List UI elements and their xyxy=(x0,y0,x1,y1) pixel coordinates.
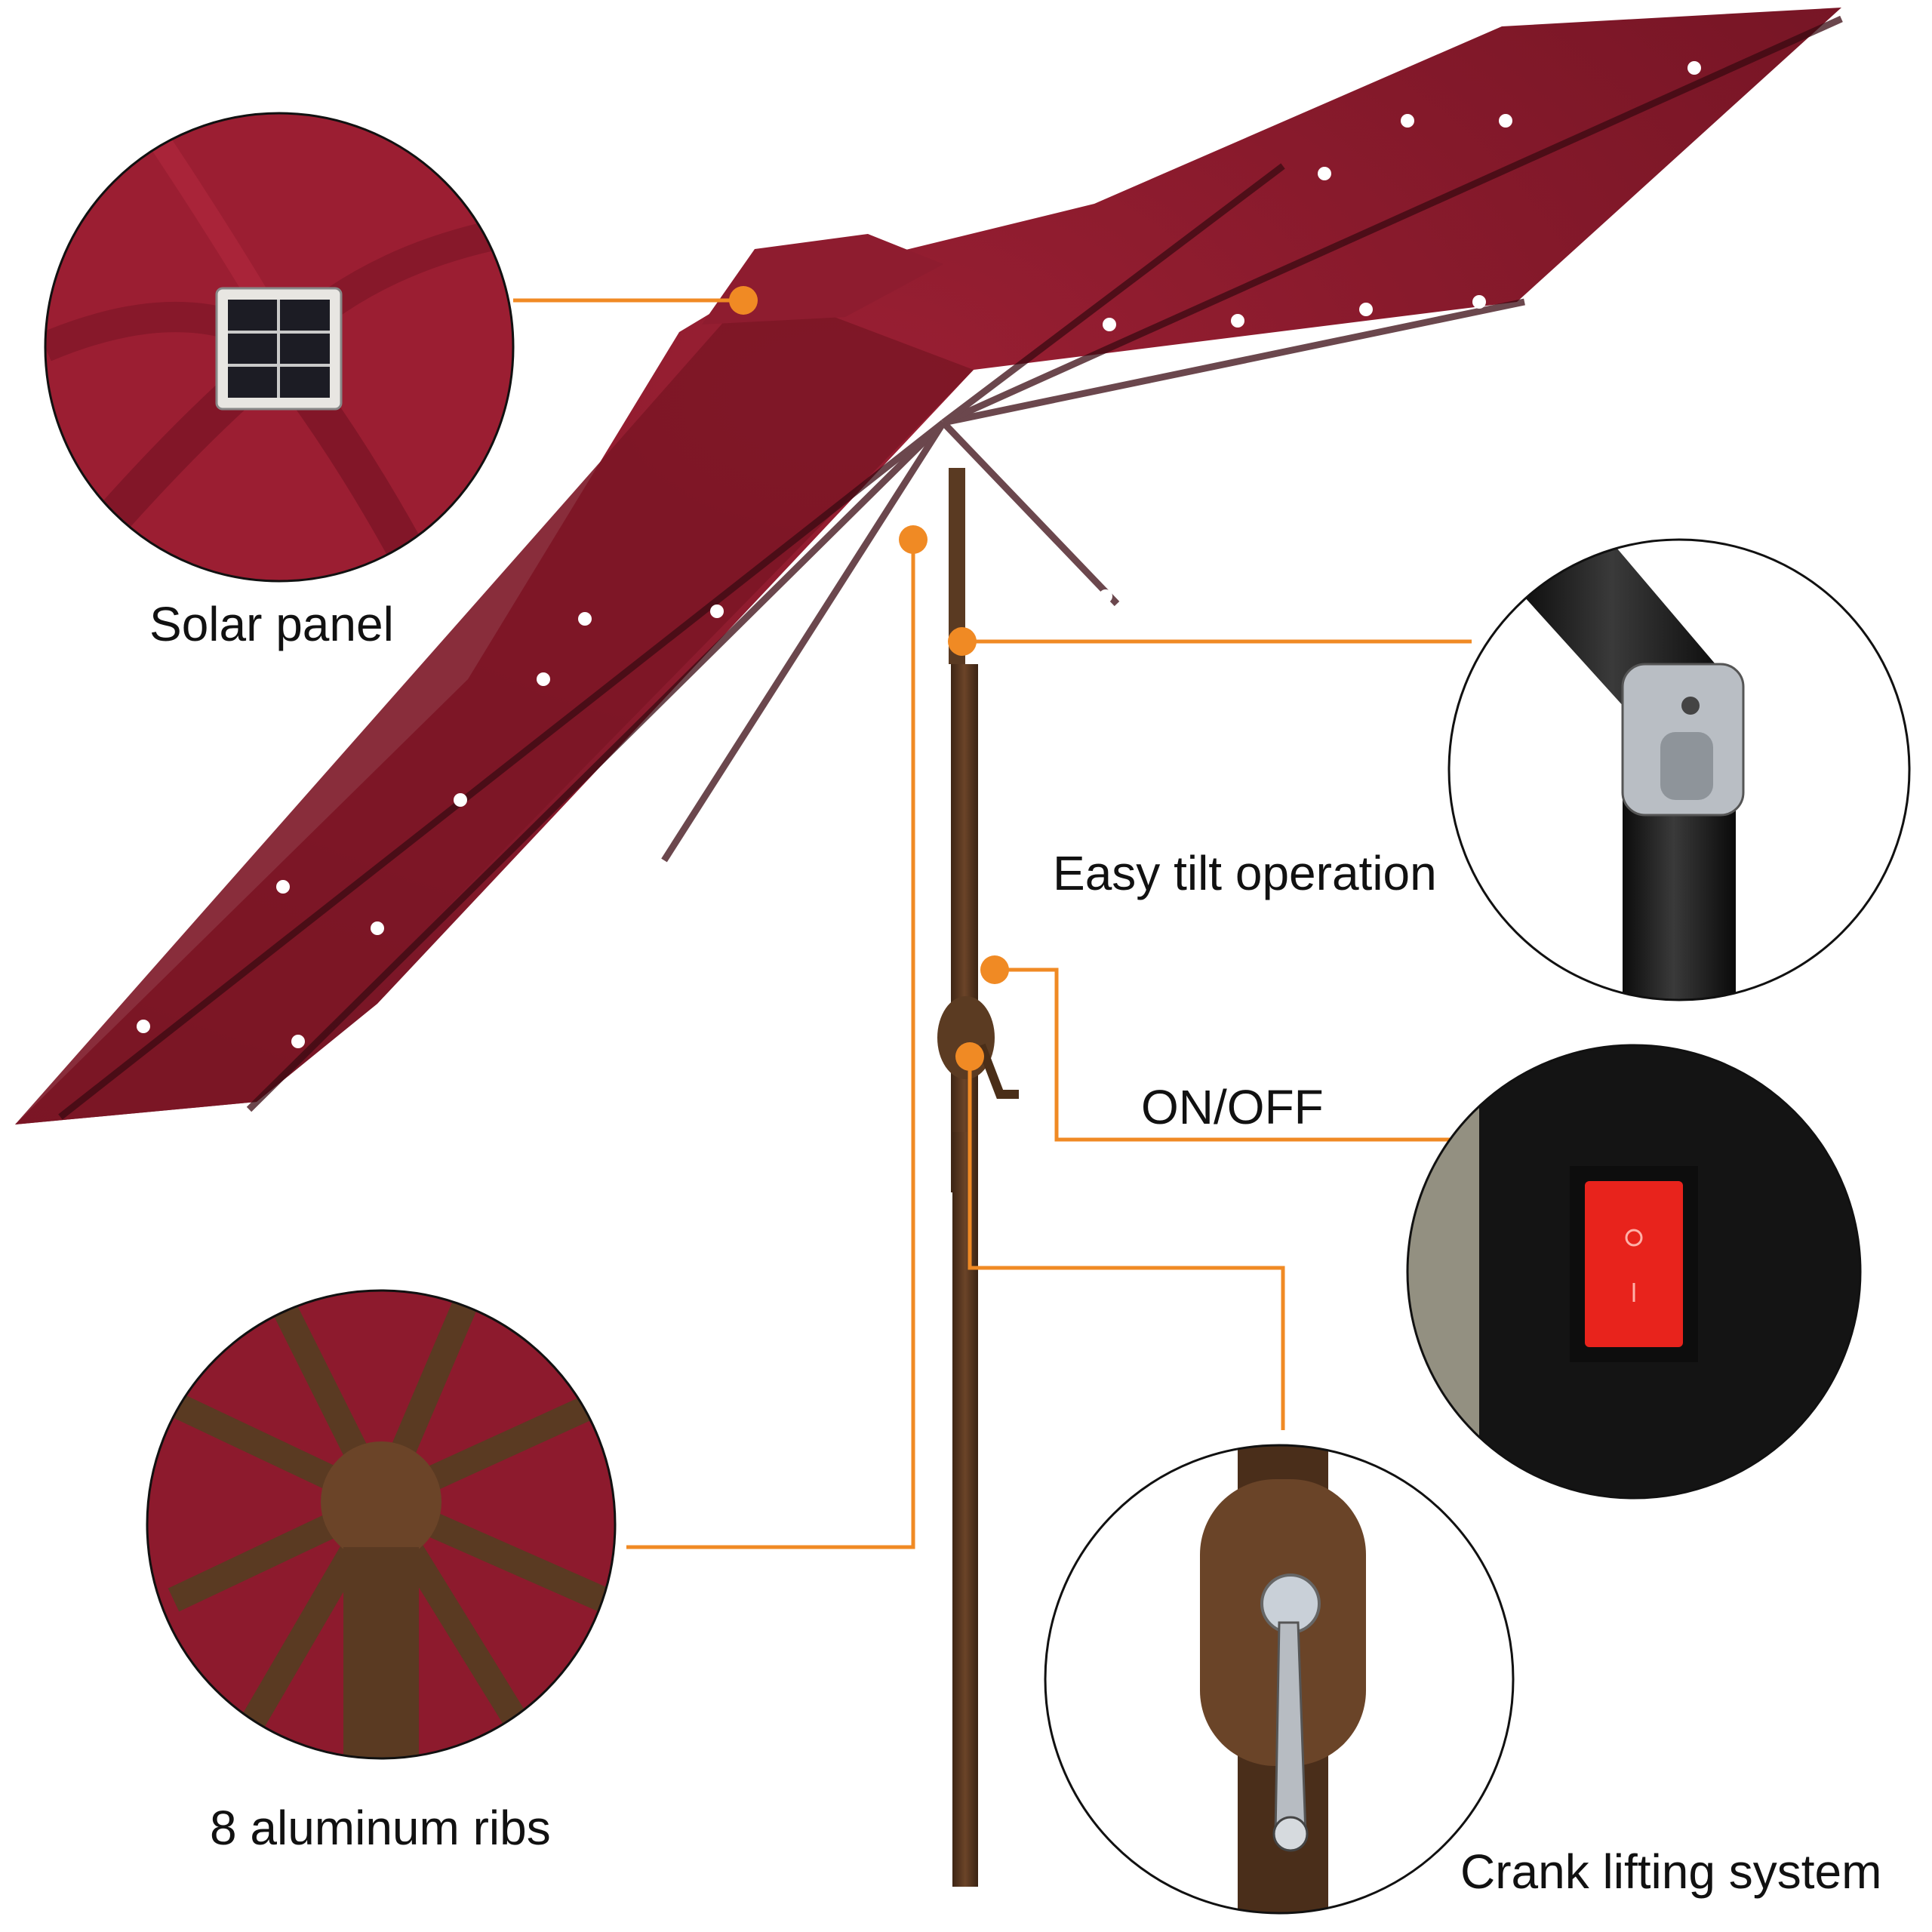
solar-panel-label: Solar panel xyxy=(149,597,394,651)
crank-handle xyxy=(977,1043,1019,1099)
rib-hub xyxy=(321,1441,441,1562)
umbrella-pole xyxy=(937,468,1019,1887)
crank-inset xyxy=(1044,1444,1515,1915)
callout-lines xyxy=(513,298,1472,1549)
canopy-ribs xyxy=(58,15,1843,1120)
led-lights xyxy=(137,61,1701,1048)
crank-label: Crank lifting system xyxy=(1460,1844,1882,1899)
ribs-label: 8 aluminum ribs xyxy=(210,1801,551,1855)
umbrella-canopy xyxy=(15,8,1843,1124)
on-off-label: ON/OFF xyxy=(1141,1080,1324,1134)
solar-panel-icon xyxy=(215,287,343,411)
callout-dots xyxy=(729,286,1009,1071)
canopy-vent-cap xyxy=(702,234,943,325)
switch-inset xyxy=(1406,1044,1862,1500)
easy-tilt-label: Easy tilt operation xyxy=(1053,846,1437,900)
pole-lower xyxy=(952,1132,978,1887)
solar-panel-inset xyxy=(44,112,515,583)
ribs-inset xyxy=(146,1289,617,1760)
tilt-inset xyxy=(1447,538,1911,1001)
canopy-front-panel xyxy=(15,287,974,1124)
power-switch xyxy=(1585,1181,1683,1347)
pole-upper xyxy=(951,664,978,1192)
